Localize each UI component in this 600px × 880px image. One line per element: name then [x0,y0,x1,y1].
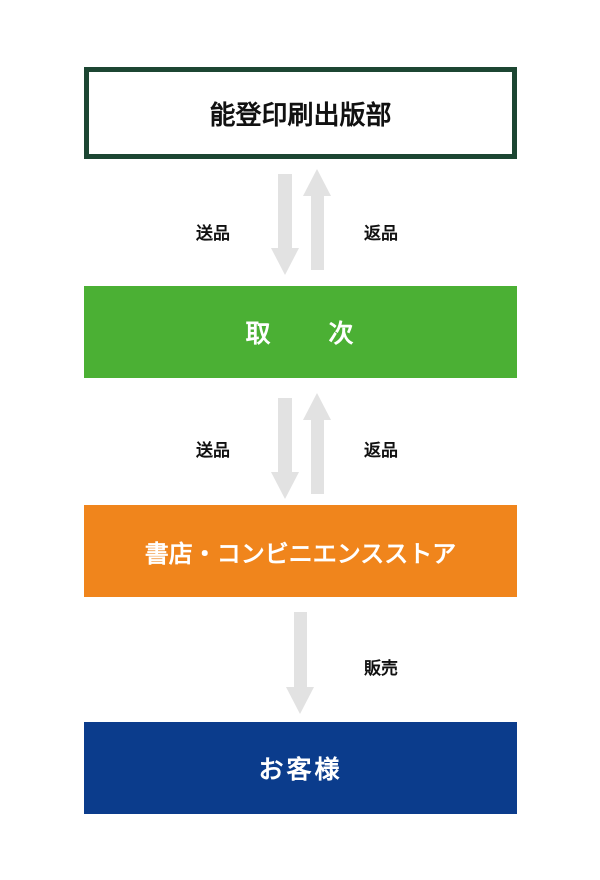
node-store-label: 書店・コンビニエンスストア [144,539,457,568]
node-customer: お客様 [84,722,517,814]
node-agency-label-second: 次 [328,319,356,348]
flow-label-ship-2: 送品 [196,441,230,461]
down-arrow-store-customer [286,612,314,714]
node-publisher: 能登印刷出版部 [84,67,517,159]
node-store: 書店・コンビニエンスストア [84,505,517,597]
flow-label-ship-1: 送品 [196,224,230,244]
node-customer-label: お客様 [258,755,343,784]
flow-label-return-2: 返品 [364,441,398,461]
node-agency: 取 次 [84,286,517,378]
flow-label-sale: 販売 [364,659,398,679]
down-arrow-publisher-agency [271,174,299,275]
node-publisher-label: 能登印刷出版部 [209,100,392,131]
up-arrow-agency-publisher [303,169,331,270]
flow-label-return-1: 返品 [364,224,398,244]
node-agency-label-first: 取 [245,319,273,348]
up-arrow-store-agency [303,393,331,494]
down-arrow-agency-store [271,398,299,499]
